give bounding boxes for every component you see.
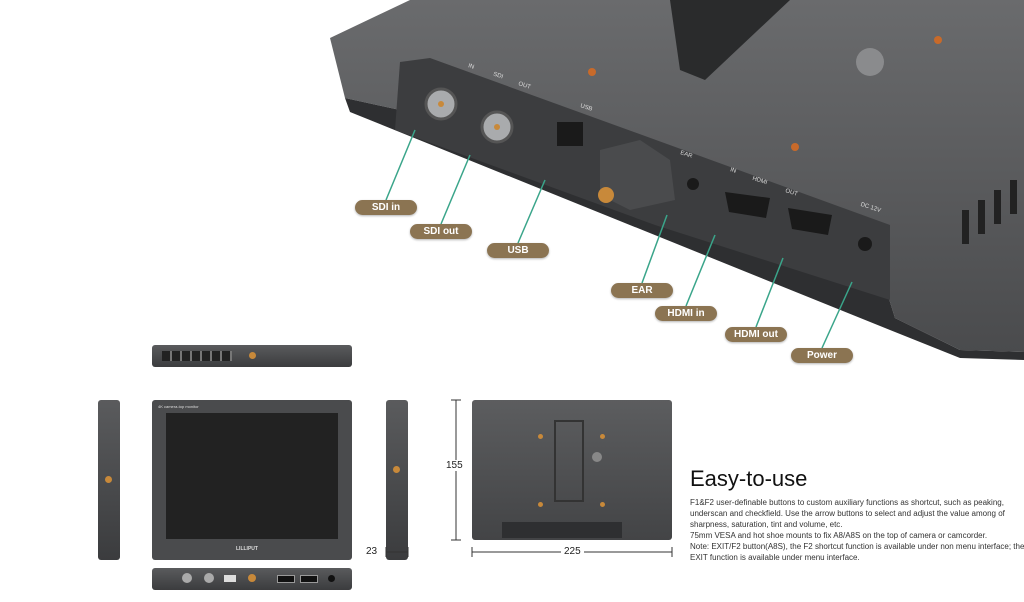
hdmi-port-icon	[277, 575, 295, 583]
back-view	[472, 400, 672, 540]
feature-paragraph: 75mm VESA and hot shoe mounts to fix A8/…	[690, 531, 988, 540]
brand-logo: LILLIPUT	[236, 546, 258, 552]
power-port-icon	[328, 575, 335, 582]
vesa-hole-icon	[538, 434, 543, 439]
port-bay	[502, 522, 622, 538]
left-side-view	[98, 400, 120, 560]
dimension-height: 155	[446, 460, 463, 471]
dimension-width: 225	[561, 546, 584, 557]
feature-title: Easy-to-use	[690, 466, 808, 491]
usb-port-icon	[224, 575, 236, 582]
mount-hole-icon	[249, 352, 256, 359]
right-side-view	[386, 400, 408, 560]
vesa-hole-icon	[538, 502, 543, 507]
mount-icon	[592, 452, 602, 462]
feature-paragraph: F1&F2 user-definable buttons to custom a…	[690, 498, 1005, 529]
feature-note: Note: EXIT/F2 button(A8S), the F2 shortc…	[690, 542, 1024, 562]
monitor-rear-ports-render	[330, 0, 1024, 360]
button-row	[162, 351, 232, 361]
callout-sdi-out: SDI out	[410, 224, 472, 239]
top-view	[152, 345, 352, 367]
sdi-port-icon	[182, 573, 192, 583]
sdi-port-icon	[204, 573, 214, 583]
callout-hdmi-in: HDMI in	[655, 306, 717, 321]
callout-sdi-in: SDI in	[355, 200, 417, 215]
vesa-hole-icon	[600, 434, 605, 439]
bottom-view	[152, 568, 352, 590]
dimension-lines	[385, 399, 673, 557]
front-model-label: 4K camera-top monitor	[158, 404, 199, 409]
battery-plate	[554, 420, 584, 502]
mount-hole-icon	[105, 476, 112, 483]
hdmi-port-icon	[300, 575, 318, 583]
vesa-hole-icon	[600, 502, 605, 507]
callout-ear: EAR	[611, 283, 673, 298]
dimension-depth: 23	[366, 546, 378, 557]
feature-section: Easy-to-use F1&F2 user-definable buttons…	[690, 466, 1024, 563]
front-view: 4K camera-top monitor LILLIPUT	[152, 400, 352, 560]
callout-hdmi-out: HDMI out	[725, 327, 787, 342]
mount-hole-icon	[248, 574, 256, 582]
callout-usb: USB	[487, 243, 549, 258]
mount-hole-icon	[393, 466, 400, 473]
callout-power: Power	[791, 348, 853, 363]
screen	[166, 413, 338, 539]
